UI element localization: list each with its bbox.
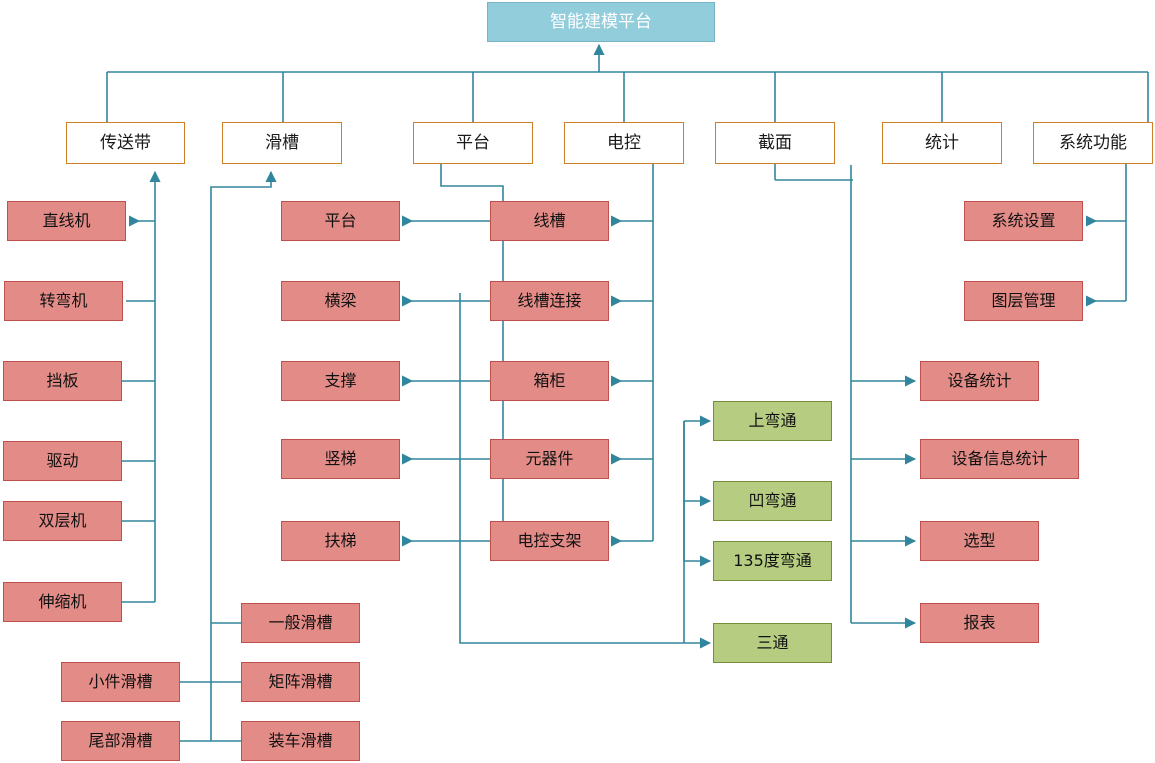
- node-label: 选型: [963, 531, 996, 551]
- node-label: 三通: [756, 633, 789, 653]
- node-label: 支撑: [324, 371, 357, 391]
- node-item-platform-4[interactable]: 扶梯: [281, 521, 400, 561]
- node-item-section-3[interactable]: 三通: [713, 623, 832, 663]
- node-label: 挡板: [46, 371, 79, 391]
- node-item-chute-3[interactable]: 小件滑槽: [61, 662, 180, 702]
- node-item-conveyor-2[interactable]: 挡板: [3, 361, 122, 401]
- node-category-stats[interactable]: 统计: [882, 122, 1002, 164]
- node-label: 矩阵滑槽: [268, 672, 333, 692]
- node-item-section-2[interactable]: 135度弯通: [713, 541, 832, 581]
- node-label: 元器件: [525, 449, 574, 469]
- node-label: 竖梯: [324, 449, 357, 469]
- node-item-platform-2[interactable]: 支撑: [281, 361, 400, 401]
- node-item-platform-0[interactable]: 平台: [281, 201, 400, 241]
- node-label: 一般滑槽: [268, 613, 333, 633]
- node-label: 系统功能: [1059, 132, 1127, 153]
- node-item-stats-2[interactable]: 选型: [920, 521, 1039, 561]
- node-label: 电控: [607, 132, 641, 153]
- node-label: 小件滑槽: [88, 672, 153, 692]
- node-root-platform[interactable]: 智能建模平台: [487, 2, 715, 42]
- node-label: 平台: [456, 132, 490, 153]
- node-label: 系统设置: [991, 211, 1056, 231]
- node-item-conveyor-0[interactable]: 直线机: [7, 201, 126, 241]
- node-item-electric-2[interactable]: 箱柜: [490, 361, 609, 401]
- node-item-stats-1[interactable]: 设备信息统计: [920, 439, 1079, 479]
- node-label: 伸缩机: [38, 592, 87, 612]
- node-item-electric-1[interactable]: 线槽连接: [490, 281, 609, 321]
- node-item-sysfunc-0[interactable]: 系统设置: [964, 201, 1083, 241]
- node-label: 驱动: [46, 451, 79, 471]
- node-label: 平台: [324, 211, 357, 231]
- node-category-chute[interactable]: 滑槽: [222, 122, 342, 164]
- node-label: 上弯通: [748, 411, 797, 431]
- node-label: 线槽连接: [517, 291, 582, 311]
- node-label: 装车滑槽: [268, 731, 333, 751]
- node-item-conveyor-3[interactable]: 驱动: [3, 441, 122, 481]
- node-label: 135度弯通: [733, 551, 812, 571]
- node-label: 横梁: [324, 291, 357, 311]
- node-label: 箱柜: [533, 371, 566, 391]
- node-category-conveyor[interactable]: 传送带: [66, 122, 185, 164]
- node-label: 转弯机: [39, 291, 88, 311]
- node-category-electric[interactable]: 电控: [564, 122, 684, 164]
- node-label: 智能建模平台: [550, 11, 652, 32]
- node-label: 线槽: [533, 211, 566, 231]
- node-category-section[interactable]: 截面: [715, 122, 835, 164]
- node-label: 统计: [925, 132, 959, 153]
- node-item-chute-2[interactable]: 装车滑槽: [241, 721, 360, 761]
- node-label: 电控支架: [517, 531, 582, 551]
- node-label: 设备信息统计: [951, 449, 1048, 469]
- node-item-sysfunc-1[interactable]: 图层管理: [964, 281, 1083, 321]
- node-category-platform[interactable]: 平台: [413, 122, 533, 164]
- node-label: 传送带: [100, 132, 151, 153]
- node-item-electric-4[interactable]: 电控支架: [490, 521, 609, 561]
- node-item-chute-4[interactable]: 尾部滑槽: [61, 721, 180, 761]
- node-item-platform-3[interactable]: 竖梯: [281, 439, 400, 479]
- node-label: 图层管理: [991, 291, 1056, 311]
- node-item-electric-0[interactable]: 线槽: [490, 201, 609, 241]
- node-item-section-1[interactable]: 凹弯通: [713, 481, 832, 521]
- node-category-sysfunc[interactable]: 系统功能: [1033, 122, 1153, 164]
- node-label: 截面: [758, 132, 792, 153]
- node-label: 尾部滑槽: [88, 731, 153, 751]
- node-label: 滑槽: [265, 132, 299, 153]
- node-item-chute-0[interactable]: 一般滑槽: [241, 603, 360, 643]
- node-label: 双层机: [38, 511, 87, 531]
- node-label: 凹弯通: [748, 491, 797, 511]
- node-item-chute-1[interactable]: 矩阵滑槽: [241, 662, 360, 702]
- node-label: 设备统计: [947, 371, 1012, 391]
- node-item-stats-0[interactable]: 设备统计: [920, 361, 1039, 401]
- node-label: 扶梯: [324, 531, 357, 551]
- node-label: 报表: [963, 613, 996, 633]
- node-label: 直线机: [42, 211, 91, 231]
- node-item-conveyor-5[interactable]: 伸缩机: [3, 582, 122, 622]
- node-item-stats-3[interactable]: 报表: [920, 603, 1039, 643]
- node-item-section-0[interactable]: 上弯通: [713, 401, 832, 441]
- node-item-conveyor-1[interactable]: 转弯机: [4, 281, 123, 321]
- node-item-platform-1[interactable]: 横梁: [281, 281, 400, 321]
- node-item-electric-3[interactable]: 元器件: [490, 439, 609, 479]
- node-item-conveyor-4[interactable]: 双层机: [3, 501, 122, 541]
